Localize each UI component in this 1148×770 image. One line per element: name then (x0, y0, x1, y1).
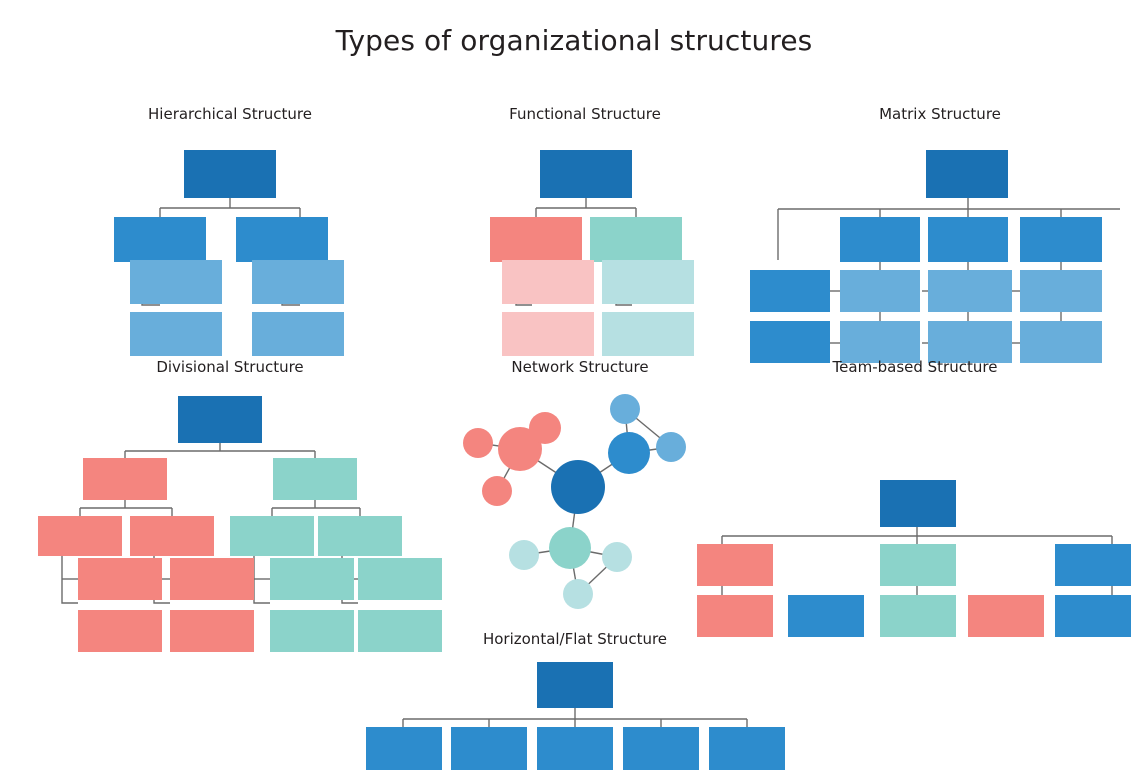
diagram-title-hierarchical: Hierarchical Structure (148, 105, 312, 123)
matrix-canvas (750, 105, 1130, 363)
hierarchical-node-staff-1 (130, 260, 222, 304)
divisional-node-division-1 (83, 458, 167, 500)
diagram-matrix: Matrix Structure (750, 105, 1130, 363)
diagram-hierarchical: Hierarchical Structure (40, 105, 420, 356)
divisional-canvas (20, 358, 442, 652)
network-node-blue-sat-2 (656, 432, 686, 462)
matrix-cell-r1c3 (1020, 270, 1102, 312)
network-node-hub-center (551, 460, 605, 514)
functional-canvas (420, 105, 750, 356)
diagram-functional: Functional Structure (420, 105, 750, 356)
matrix-node-root (926, 150, 1008, 198)
functional-node-root (540, 150, 632, 198)
horizontal-flat-node-root (537, 662, 613, 708)
hierarchical-node-staff-2 (252, 260, 344, 304)
divisional-node-team-3 (270, 558, 354, 600)
network-node-salmon-sat-1 (463, 428, 493, 458)
matrix-column-header-3 (1020, 217, 1102, 262)
diagram-network: Network Structure (440, 358, 720, 618)
network-node-teal-sat-1 (509, 540, 539, 570)
functional-node-subfunction-1 (502, 260, 594, 304)
network-canvas (440, 358, 720, 618)
matrix-column-header-2 (928, 217, 1008, 262)
team-based-connectors (721, 527, 1113, 595)
divisional-node-department-1 (38, 516, 122, 556)
network-node-salmon-sat-2 (529, 412, 561, 444)
network-node-hub-blue (608, 432, 650, 474)
network-node-salmon-sat-3 (482, 476, 512, 506)
matrix-cell-r2c2 (928, 321, 1012, 363)
hierarchical-node-manager-2 (236, 217, 328, 262)
team-based-canvas (697, 358, 1131, 637)
network-node-blue-sat-1 (610, 394, 640, 424)
team-based-node-root (880, 480, 956, 527)
matrix-cell-r1c1 (840, 270, 920, 312)
team-based-node-team-1 (697, 544, 773, 586)
team-based-node-member-3 (880, 595, 956, 637)
page-title: Types of organizational structures (335, 24, 813, 57)
divisional-node-team-8 (358, 610, 442, 652)
matrix-row-header-1 (750, 270, 830, 312)
horizontal-flat-node-unit-1 (366, 727, 442, 770)
matrix-cell-r2c3 (1020, 321, 1102, 363)
divisional-node-team-1 (78, 558, 162, 600)
network-node-teal-sat-2 (602, 542, 632, 572)
functional-node-function-2 (590, 217, 682, 262)
network-node-layer (440, 358, 720, 618)
diagram-title-matrix: Matrix Structure (879, 105, 1001, 123)
functional-node-subfunction-4 (602, 312, 694, 356)
matrix-cell-r2c1 (840, 321, 920, 363)
matrix-cell-r1c2 (928, 270, 1012, 312)
divisional-node-department-2 (130, 516, 214, 556)
network-node-teal-sat-3 (563, 579, 593, 609)
diagram-title-divisional: Divisional Structure (156, 358, 304, 376)
functional-connectors (515, 198, 637, 306)
hierarchical-node-root (184, 150, 276, 198)
team-based-node-member-4 (968, 595, 1044, 637)
diagram-title-horizontal-flat: Horizontal/Flat Structure (482, 630, 668, 648)
diagram-divisional: Divisional Structure (20, 358, 442, 652)
horizontal-flat-node-unit-4 (623, 727, 699, 770)
team-based-node-member-1 (697, 595, 773, 637)
diagram-title-team-based: Team-based Structure (832, 358, 998, 376)
team-based-node-team-3 (1055, 544, 1131, 586)
hierarchical-node-staff-4 (252, 312, 344, 356)
hierarchical-node-manager-1 (114, 217, 206, 262)
matrix-column-header-1 (840, 217, 920, 262)
diagram-title-functional: Functional Structure (509, 105, 661, 123)
divisional-node-root (178, 396, 262, 443)
diagram-title-network: Network Structure (511, 358, 649, 376)
team-based-node-team-2 (880, 544, 956, 586)
horizontal-flat-canvas (340, 630, 810, 770)
functional-node-subfunction-2 (602, 260, 694, 304)
divisional-node-department-3 (230, 516, 314, 556)
diagram-team-based: Team-based Structure (697, 358, 1131, 637)
divisional-node-team-6 (170, 610, 254, 652)
functional-node-subfunction-3 (502, 312, 594, 356)
horizontal-flat-node-unit-3 (537, 727, 613, 770)
divisional-node-team-2 (170, 558, 254, 600)
matrix-row-header-2 (750, 321, 830, 363)
divisional-node-team-5 (78, 610, 162, 652)
horizontal-flat-node-unit-2 (451, 727, 527, 770)
functional-node-function-1 (490, 217, 582, 262)
network-node-hub-teal (549, 527, 591, 569)
divisional-node-division-2 (273, 458, 357, 500)
diagram-horizontal-flat: Horizontal/Flat Structure (340, 630, 810, 770)
hierarchical-canvas (40, 105, 420, 356)
divisional-node-team-4 (358, 558, 442, 600)
team-based-node-member-2 (788, 595, 864, 637)
hierarchical-node-staff-3 (130, 312, 222, 356)
hierarchical-connectors (141, 198, 301, 306)
divisional-node-department-4 (318, 516, 402, 556)
divisional-node-team-7 (270, 610, 354, 652)
team-based-node-member-5 (1055, 595, 1131, 637)
horizontal-flat-connectors (402, 708, 748, 727)
horizontal-flat-node-unit-5 (709, 727, 785, 770)
